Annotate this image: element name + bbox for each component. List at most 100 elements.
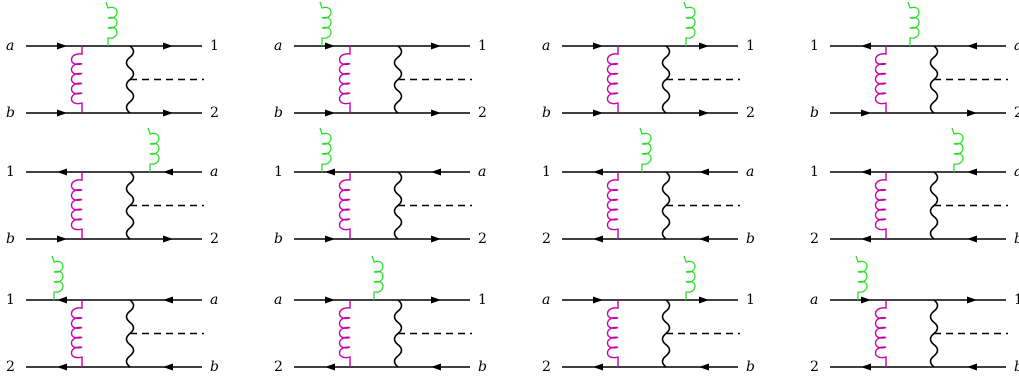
top-arrow-right [431,42,441,50]
top-arrow-left [593,296,603,304]
top-arrow-left [325,42,335,50]
label-top-left: 1 [6,164,15,180]
exchanged-gluon [606,172,619,239]
label-top-left: a [542,38,550,54]
top-arrow-left [861,296,871,304]
exchanged-gluon [338,46,351,113]
top-arrow-left [593,42,603,50]
exchanged-gluon [606,46,619,113]
label-top-right: a [1014,164,1019,180]
label-top-right: 1 [478,292,487,308]
label-bottom-right: b [210,359,219,375]
label-top-left: 1 [274,164,283,180]
exchanged-gluon [70,300,83,367]
label-top-left: a [542,292,550,308]
bottom-arrow-right [699,235,709,243]
top-arrow-left [861,168,871,176]
label-top-right: 1 [478,38,487,54]
label-bottom-right: b [1014,231,1019,247]
top-arrow-right [699,296,709,304]
bottom-arrow-right [431,109,441,117]
bottom-arrow-right [431,235,441,243]
top-arrow-left [57,296,67,304]
label-bottom-right: b [478,359,487,375]
bottom-arrow-right [699,109,709,117]
radiated-gluon [951,127,964,172]
label-bottom-right: 2 [210,231,219,247]
top-arrow-right [699,42,709,50]
label-bottom-left: 2 [542,359,551,375]
radiated-gluon [683,255,696,300]
top-arrow-right [431,296,441,304]
radiated-gluon [639,127,652,172]
label-bottom-left: 2 [6,359,15,375]
feynman-diagram: a 1 2 b [274,255,487,375]
label-bottom-left: b [542,105,551,121]
bottom-arrow-left [325,363,335,371]
top-arrow-right [431,168,441,176]
bottom-arrow-left [861,109,871,117]
radiated-gluon [371,255,384,300]
top-arrow-left [325,168,335,176]
label-top-left: a [274,38,282,54]
exchanged-gluon [874,46,887,113]
radiated-gluon [855,255,868,300]
bottom-arrow-right [967,363,977,371]
top-arrow-left [325,296,335,304]
label-bottom-right: b [746,359,755,375]
label-bottom-left: 2 [274,359,283,375]
bottom-arrow-left [57,109,67,117]
bottom-arrow-right [431,363,441,371]
exchanged-gluon [874,300,887,367]
top-arrow-left [593,168,603,176]
bottom-arrow-right [163,109,173,117]
label-top-right: 1 [1014,292,1019,308]
label-bottom-right: 2 [478,231,487,247]
radiated-gluon [51,255,64,300]
exchanged-gluon [606,300,619,367]
exchanged-gluon [874,172,887,239]
feynman-diagram: 1 a b 2 [274,127,487,247]
label-top-left: 1 [6,292,15,308]
bottom-arrow-left [593,109,603,117]
bottom-arrow-right [967,109,977,117]
bottom-arrow-left [861,363,871,371]
label-top-right: a [210,164,218,180]
radiated-gluon [907,1,920,46]
label-bottom-left: b [274,231,283,247]
label-bottom-left: 2 [810,231,819,247]
label-bottom-left: b [810,105,819,121]
label-bottom-left: b [6,105,15,121]
label-top-right: a [478,164,486,180]
top-arrow-left [57,42,67,50]
radiated-gluon [683,1,696,46]
label-top-left: 1 [810,38,819,54]
exchanged-gluon [338,300,351,367]
label-top-right: 1 [746,292,755,308]
label-top-left: 1 [542,164,551,180]
top-arrow-right [163,168,173,176]
top-arrow-left [57,168,67,176]
label-top-right: a [210,292,218,308]
radiated-gluon [319,1,332,46]
bottom-arrow-right [699,363,709,371]
label-bottom-right: b [746,231,755,247]
bottom-arrow-left [593,235,603,243]
bottom-arrow-left [57,363,67,371]
label-top-right: a [1014,38,1019,54]
bottom-arrow-right [163,363,173,371]
exchanged-gluon [70,46,83,113]
label-bottom-left: b [274,105,283,121]
bottom-arrow-left [325,235,335,243]
label-bottom-right: 2 [210,105,219,121]
bottom-arrow-left [861,235,871,243]
label-top-left: a [274,292,282,308]
label-top-right: a [746,164,754,180]
